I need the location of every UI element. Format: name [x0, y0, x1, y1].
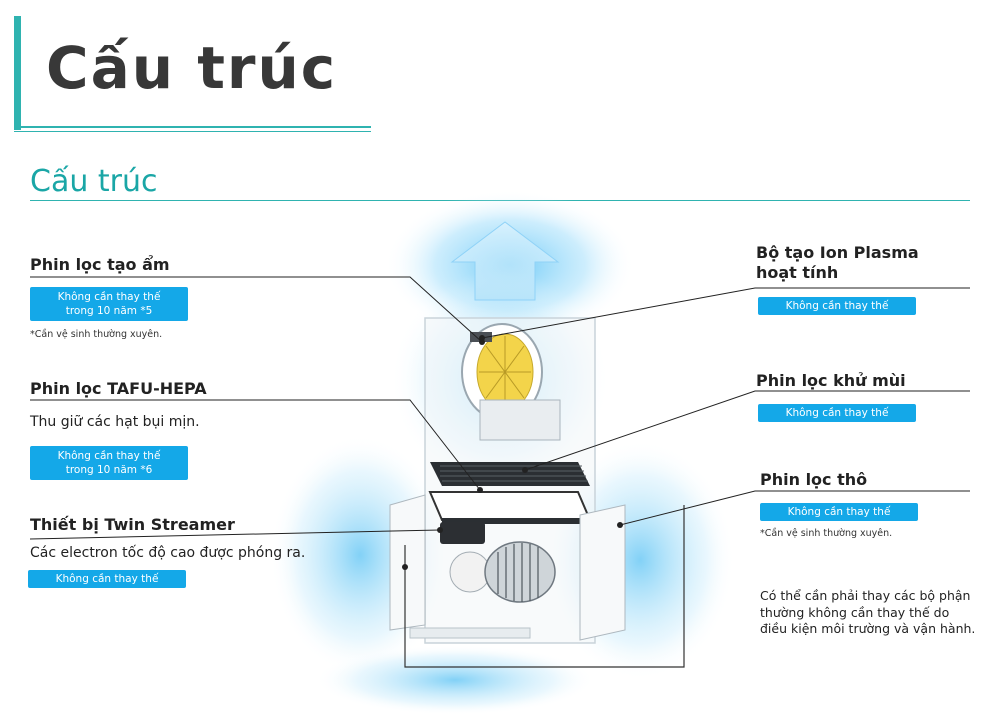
header-underline-thin — [14, 131, 371, 132]
header-accent-bar — [14, 16, 21, 130]
tafu-hepa-filter — [428, 491, 592, 521]
section-title: Cấu trúc — [30, 164, 158, 199]
leader-dots — [402, 335, 623, 570]
twin-streamer-description: Các electron tốc độ cao được phóng ra. — [30, 545, 306, 561]
plasma-ion-badge: Không cần thay thế — [758, 297, 916, 315]
water-tray — [479, 399, 561, 441]
airflow-up-arrow — [450, 221, 560, 301]
purifier-base-tray — [409, 627, 531, 639]
airflow-bottom-glow — [315, 645, 595, 715]
pre-filter-badge: Không cần thay thế — [760, 503, 918, 521]
deodorizing-filter-label: Phin lọc khử mùi — [756, 371, 906, 390]
deodorizing-filter-badge: Không cần thay thế — [758, 404, 916, 422]
tafu-hepa-filter-description: Thu giữ các hạt bụi mịn. — [30, 414, 200, 430]
humidify-filter-label: Phin lọc tạo ẩm — [30, 255, 170, 274]
pre-filter-left — [389, 494, 426, 631]
plasma-ion-label-line1: Bộ tạo Ion Plasma — [756, 243, 919, 262]
page-title: Cấu trúc — [46, 34, 338, 102]
deodorizing-filter — [430, 462, 590, 486]
humidify-filter-spokes — [479, 336, 531, 408]
leader-lines — [29, 276, 970, 540]
pre-filter-bracket — [404, 505, 685, 668]
pre-filter-right — [579, 504, 626, 641]
twin-streamer-badge: Không cần thay thế — [28, 570, 186, 588]
pre-filter-note: *Cần vệ sinh thường xuyên. — [760, 528, 893, 539]
plasma-ion-label-line2: hoạt tính — [756, 263, 839, 282]
fan-motor — [449, 551, 491, 593]
humidify-filter-note: *Cần vệ sinh thường xuyên. — [30, 329, 163, 340]
tafu-hepa-filter-label: Phin lọc TAFU-HEPA — [30, 379, 207, 398]
fan-blower — [484, 541, 556, 603]
header-underline — [14, 126, 371, 128]
pre-filter-label: Phin lọc thô — [760, 470, 868, 489]
twin-streamer-label: Thiết bị Twin Streamer — [30, 515, 235, 534]
twin-streamer-unit — [440, 522, 485, 544]
